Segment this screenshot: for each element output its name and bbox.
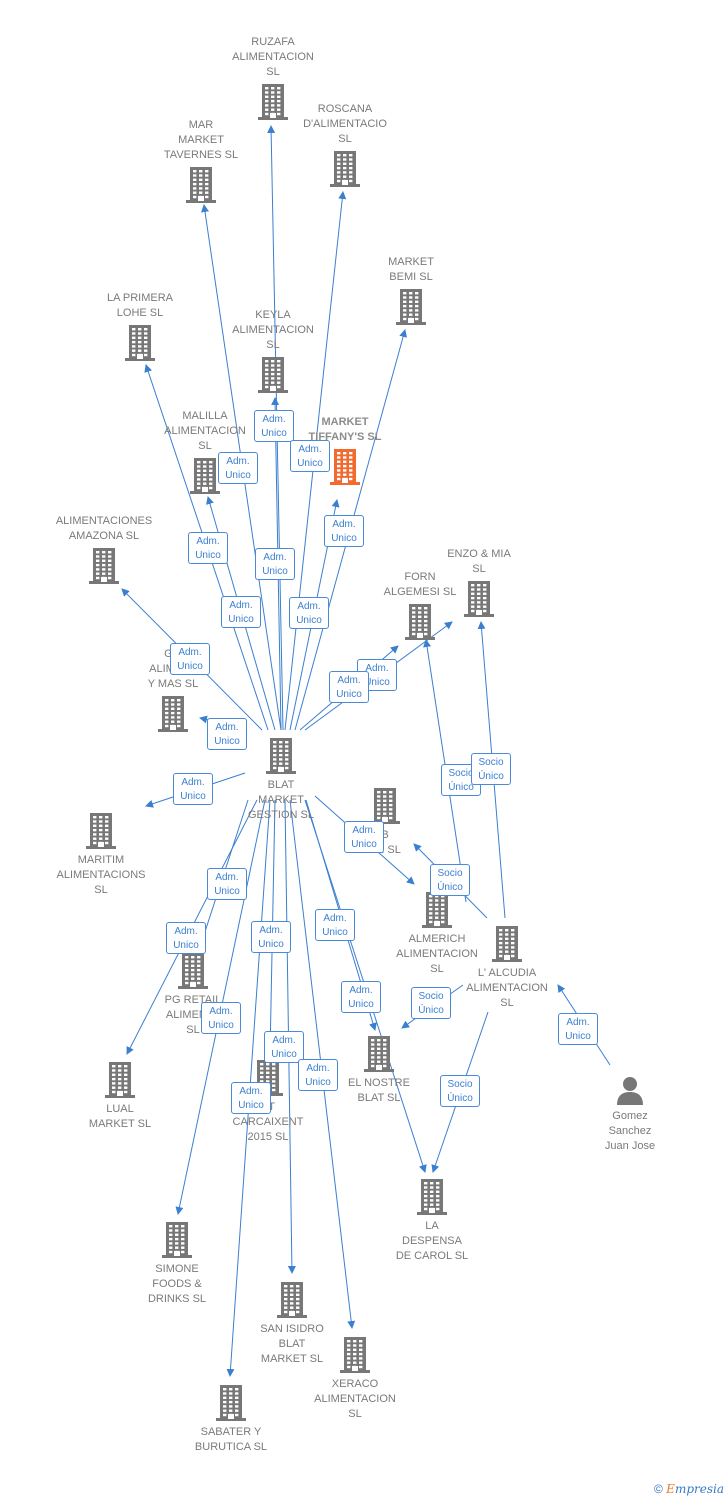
building-icon[interactable]: [89, 548, 119, 589]
node-label-gomez[interactable]: Gomez Sanchez Juan Jose: [604, 1110, 656, 1152]
node-label-despensa[interactable]: LA DESPENSA DE CAROL SL: [395, 1220, 469, 1262]
brand-name: mpresia: [674, 1482, 724, 1496]
copyright-symbol: ©: [653, 1482, 663, 1496]
building-icon[interactable]: [178, 953, 208, 994]
footer-brand: © Empresia: [654, 1482, 724, 1496]
edge-label-keyla: Adm. Unico: [254, 410, 294, 442]
edge-label-maritim: Adm. Unico: [173, 773, 213, 805]
building-icon[interactable]: [464, 581, 494, 622]
node-label-primera[interactable]: LA PRIMERA LOHE SL: [106, 292, 174, 319]
building-icon[interactable]: [417, 1179, 447, 1220]
node-label-pgretail[interactable]: PG RETAIL ALIMENTA SL: [164, 994, 222, 1036]
node-label-almerich[interactable]: ALMERICH ALIMENTACION SL: [396, 933, 478, 975]
edge-label-pgretail: Adm. Unico: [207, 868, 247, 900]
edge-label-malilla: Adm. Unico: [218, 452, 258, 484]
building-icon[interactable]: [125, 325, 155, 366]
building-icon[interactable]: [492, 926, 522, 967]
node-label-enzo[interactable]: ENZO & MIA SL: [447, 548, 511, 575]
building-icon[interactable]: [277, 1282, 307, 1323]
building-icon[interactable]: [422, 892, 452, 933]
building-icon[interactable]: [330, 449, 360, 490]
edge-label-alcudia: Adm. Unico: [558, 1013, 598, 1045]
edge-label-lual: Adm. Unico: [166, 922, 206, 954]
building-icon[interactable]: [266, 738, 296, 779]
edge-label-almerich: Adm. Unico: [344, 821, 384, 853]
node-label-roscana[interactable]: ROSCANA D'ALIMENTACIO SL: [303, 103, 387, 145]
node-label-ruzafa[interactable]: RUZAFA ALIMENTACION SL: [232, 36, 314, 78]
node-label-nostre[interactable]: EL NOSTRE BLAT SL: [348, 1077, 410, 1104]
node-label-malilla[interactable]: MALILLA ALIMENTACION SL: [164, 410, 246, 452]
edge-label-gil: Adm. Unico: [207, 718, 247, 750]
node-label-bemi[interactable]: MARKET BEMI SL: [388, 256, 434, 283]
node-label-sabater[interactable]: SABATER Y BURUTICA SL: [194, 1426, 268, 1453]
edge-label-amazona: Adm. Unico: [170, 643, 210, 675]
building-icon[interactable]: [370, 788, 400, 829]
edge-label-nostre: Adm. Unico: [315, 909, 355, 941]
building-icon[interactable]: [216, 1385, 246, 1426]
edge-label-simone: Adm. Unico: [201, 1002, 241, 1034]
node-label-xeraco[interactable]: XERACO ALIMENTACION SL: [314, 1378, 396, 1420]
node-label-forn[interactable]: FORN ALGEMESI SL: [383, 571, 457, 598]
node-label-keyla[interactable]: KEYLA ALIMENTACION SL: [232, 309, 314, 351]
node-label-simone[interactable]: SIMONE FOODS & DRINKS SL: [147, 1263, 207, 1305]
edge-label-bemi: Adm. Unico: [324, 515, 364, 547]
node-label-maritim[interactable]: MARITIM ALIMENTACIONS SL: [56, 854, 146, 896]
node-label-amazona[interactable]: ALIMENTACIONES AMAZONA SL: [55, 515, 153, 542]
edge-label-extra: Adm. Unico: [289, 597, 329, 629]
edge-label-bar: Socio Único: [430, 864, 470, 896]
building-icon[interactable]: [405, 604, 435, 645]
node-label-lual[interactable]: LUAL MARKET SL: [88, 1103, 152, 1130]
edge-label-extra: Adm. Unico: [255, 548, 295, 580]
building-icon[interactable]: [190, 458, 220, 499]
edge-label-xeraco: Adm. Unico: [298, 1059, 338, 1091]
building-icon[interactable]: [340, 1337, 370, 1378]
edge-label-enzo: Socio Único: [471, 753, 511, 785]
edge-label-tiffany: Adm. Unico: [290, 440, 330, 472]
building-icon[interactable]: [162, 1222, 192, 1263]
brand-initial: E: [666, 1482, 675, 1496]
node-label-isidro[interactable]: SAN ISIDRO BLAT MARKET SL: [260, 1323, 324, 1365]
building-icon[interactable]: [105, 1062, 135, 1103]
building-icon[interactable]: [86, 813, 116, 854]
edge-label-nostre: Socio Único: [411, 987, 451, 1019]
building-icon[interactable]: [258, 357, 288, 398]
building-icon[interactable]: [258, 84, 288, 125]
node-label-mar[interactable]: MAR MARKET TAVERNES SL: [163, 119, 239, 161]
edge-label-sabater: Adm. Unico: [231, 1082, 271, 1114]
building-icon[interactable]: [330, 151, 360, 192]
person-icon[interactable]: [615, 1075, 645, 1110]
edge-label-forn: Adm. Unico: [329, 671, 369, 703]
node-label-bar[interactable]: B AR SL: [369, 829, 401, 856]
building-icon[interactable]: [364, 1036, 394, 1077]
edge-label-extra: Adm. Unico: [221, 596, 261, 628]
building-icon[interactable]: [396, 289, 426, 330]
node-label-alcudia[interactable]: L' ALCUDIA ALIMENTACION SL: [466, 967, 548, 1009]
edge-label-despensa: Adm. Unico: [341, 981, 381, 1013]
building-icon[interactable]: [158, 696, 188, 737]
edge-label-primera: Adm. Unico: [188, 532, 228, 564]
node-label-blat[interactable]: BLAT MARKET GESTION SL: [247, 779, 315, 821]
building-icon[interactable]: [186, 167, 216, 208]
edge-label-despensa: Socio Único: [440, 1075, 480, 1107]
edge-label-isidro: Adm. Unico: [264, 1031, 304, 1063]
edge-label-carcaixent: Adm. Unico: [251, 921, 291, 953]
